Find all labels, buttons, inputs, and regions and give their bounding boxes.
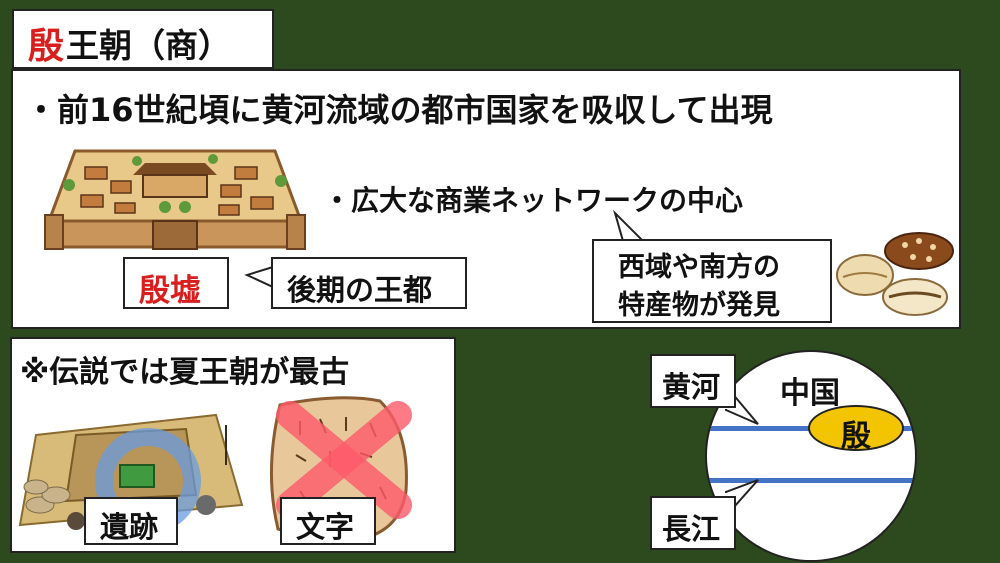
map-label-china: 中国 xyxy=(780,376,840,411)
yangtze-label-box: 長江 xyxy=(650,496,736,550)
site-name: 殷墟 xyxy=(139,273,201,309)
yellow-river-label-box: 黄河 xyxy=(650,354,736,408)
yin-marker-label: 殷 xyxy=(841,419,871,454)
main-panel: ・前16世紀頃に黄河流域の都市国家を吸収して出現 ・広大な商業ネットワークの中心… xyxy=(11,69,961,329)
bullet-origin: ・前16世紀頃に黄河流域の都市国家を吸収して出現 xyxy=(25,91,773,129)
writing-label-box: 文字 xyxy=(280,497,376,545)
walled-city-illustration xyxy=(44,149,306,250)
title-box: 殷 王朝（商） xyxy=(12,9,274,69)
map-circle xyxy=(705,350,917,562)
ruins-label: 遺跡 xyxy=(100,510,159,544)
site-note-bubble: 後期の王都 xyxy=(271,257,467,309)
yangtze-label: 長江 xyxy=(662,512,721,546)
trade-note-line2: 特産物が発見 xyxy=(618,290,780,321)
legend-note: ※伝説では夏王朝が最古 xyxy=(20,355,350,390)
bullet-trade-network: ・広大な商業ネットワークの中心 xyxy=(323,184,744,217)
cowrie-shells-illustration xyxy=(836,232,954,316)
yellow-river-label: 黄河 xyxy=(662,370,721,404)
trade-note-line1: 西域や南方の xyxy=(618,252,780,283)
ruins-label-box: 遺跡 xyxy=(84,497,178,545)
site-note-text: 後期の王都 xyxy=(287,273,433,307)
note-panel: ※伝説では夏王朝が最古 遺跡 文字 xyxy=(10,337,456,553)
yin-marker: 殷 xyxy=(808,405,904,454)
x-mark-icon xyxy=(276,401,412,519)
site-label-box: 殷墟 xyxy=(123,257,229,309)
page-title: 王朝（商） xyxy=(66,26,231,65)
writing-label: 文字 xyxy=(296,510,355,544)
trade-note-bubble: 西域や南方の 特産物が発見 xyxy=(592,239,832,323)
title-accent: 殷 xyxy=(28,26,65,67)
yangtze-river-line xyxy=(707,478,915,483)
